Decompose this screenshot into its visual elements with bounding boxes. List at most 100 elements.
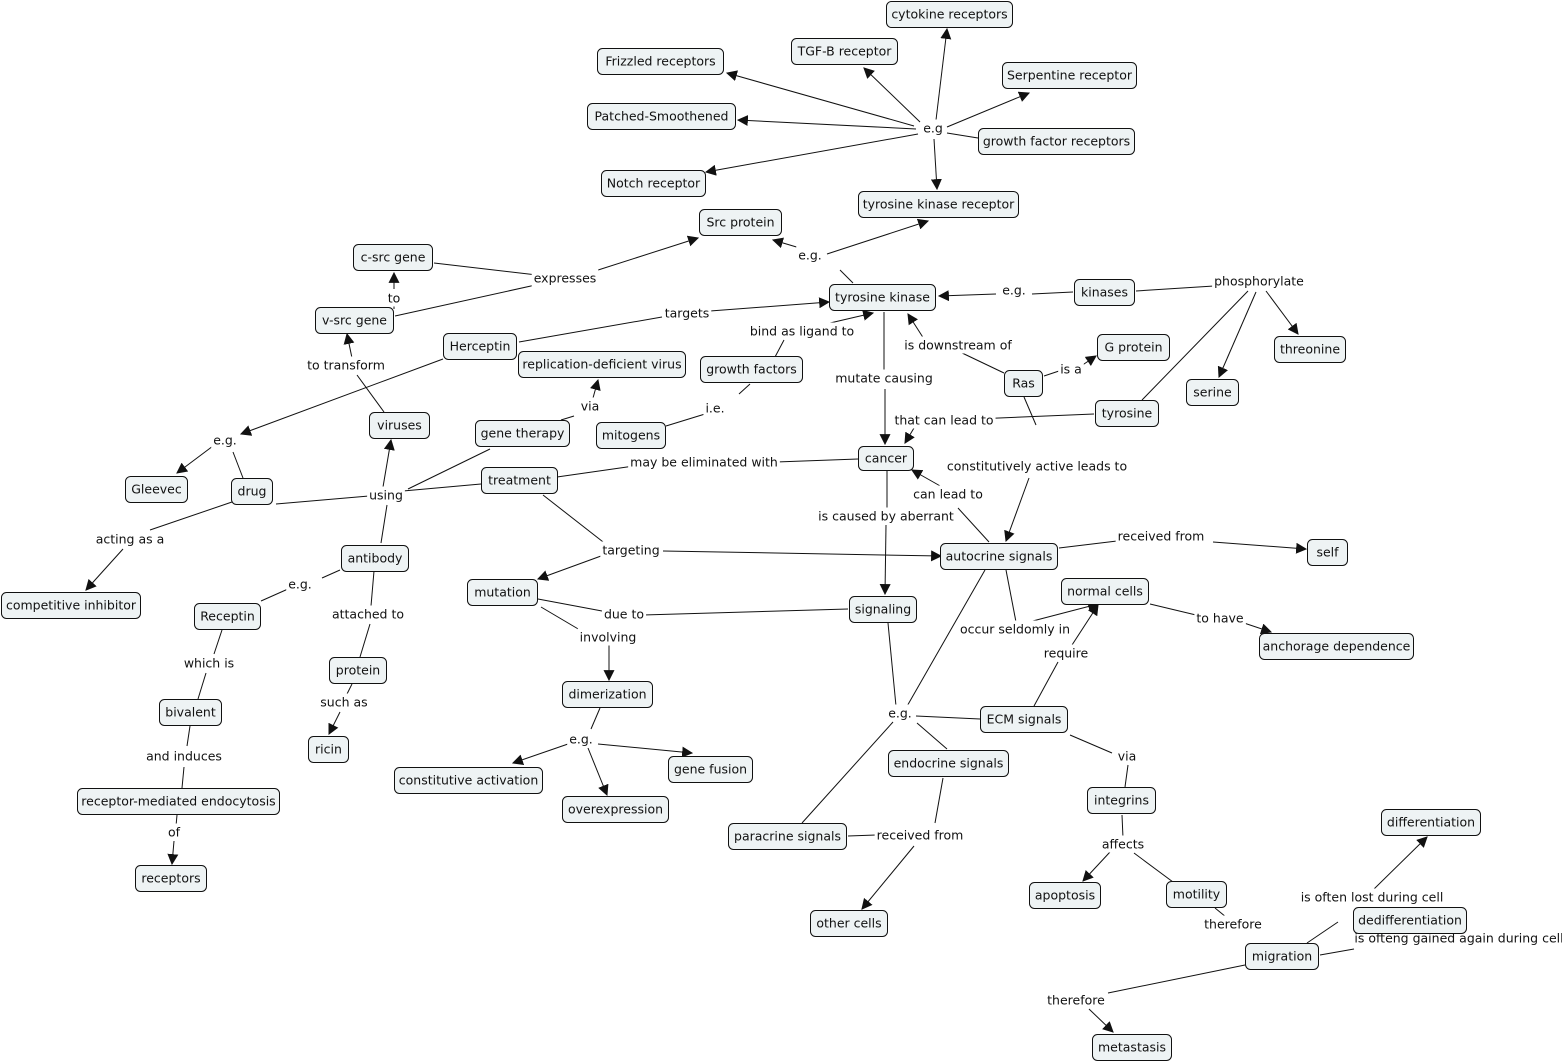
concept-gene-fusion[interactable]: gene fusion	[668, 756, 753, 783]
linking-phrase-to-transform: to transform	[305, 356, 387, 374]
concept-cancer[interactable]: cancer	[858, 446, 914, 471]
concept-kinases[interactable]: kinases	[1074, 279, 1135, 306]
concept-drug[interactable]: drug	[231, 478, 273, 505]
concept-tyrosine-kinase[interactable]: tyrosine kinase	[829, 284, 936, 311]
concept-integrins[interactable]: integrins	[1087, 787, 1156, 814]
concept-apoptosis[interactable]: apoptosis	[1029, 882, 1101, 909]
concept-normal-cells[interactable]: normal cells	[1061, 578, 1149, 605]
concept-label: cytokine receptors	[891, 7, 1007, 22]
concept-box	[978, 128, 1135, 155]
concept-label: autocrine signals	[946, 549, 1053, 564]
concept-v-src[interactable]: v-src gene	[315, 307, 394, 334]
concept-label: tyrosine	[1102, 406, 1153, 421]
concept-label: competitive inhibitor	[6, 598, 137, 613]
arrow-connector	[826, 218, 930, 255]
concept-rep-virus[interactable]: replication-deficient virus	[518, 351, 686, 378]
concept-ecm[interactable]: ECM signals	[980, 706, 1068, 733]
concept-gf-receptors[interactable]: growth factor receptors	[978, 128, 1135, 155]
linking-phrase-text: attached to	[332, 607, 404, 622]
concept-metastasis[interactable]: metastasis	[1092, 1034, 1172, 1061]
concept-serpentine[interactable]: Serpentine receptor	[1002, 62, 1137, 89]
concept-other-cells[interactable]: other cells	[810, 910, 888, 937]
concept-migration[interactable]: migration	[1245, 943, 1319, 970]
concept-antibody[interactable]: antibody	[341, 545, 409, 572]
concept-self[interactable]: self	[1307, 539, 1348, 566]
concept-cytokine-receptors[interactable]: cytokine receptors	[886, 1, 1013, 28]
concept-herceptin[interactable]: Herceptin	[443, 333, 517, 360]
concept-c-src[interactable]: c-src gene	[353, 244, 433, 271]
concept-gene-therapy[interactable]: gene therapy	[475, 420, 570, 447]
concept-viruses[interactable]: viruses	[369, 412, 430, 439]
concept-dedifferentiation[interactable]: dedifferentiation	[1353, 907, 1467, 934]
arrow-connector	[863, 67, 921, 123]
line-connector	[959, 351, 1005, 374]
concept-mitogens[interactable]: mitogens	[596, 422, 666, 449]
linking-phrase-background	[628, 453, 780, 471]
concept-tgfb-receptor[interactable]: TGF-B receptor	[791, 38, 898, 65]
linking-phrase-background	[944, 457, 1130, 475]
linking-phrase-background	[1115, 527, 1207, 545]
concept-notch[interactable]: Notch receptor	[601, 170, 706, 197]
concept-patched[interactable]: Patched-Smoothened	[587, 103, 736, 130]
linking-phrase-ie: i.e.	[703, 399, 727, 417]
concept-box	[1087, 787, 1156, 814]
linking-phrase-acting-as: acting as a	[93, 530, 167, 548]
concept-label: bivalent	[165, 705, 216, 720]
concept-threonine[interactable]: threonine	[1274, 336, 1346, 363]
concept-autocrine[interactable]: autocrine signals	[940, 543, 1058, 570]
concept-bivalent[interactable]: bivalent	[159, 699, 222, 726]
concept-anchorage[interactable]: anchorage dependence	[1259, 633, 1414, 660]
concept-receptors[interactable]: receptors	[135, 865, 207, 892]
concept-ras[interactable]: Ras	[1004, 370, 1043, 397]
concept-competitive-inhibitor[interactable]: competitive inhibitor	[1, 592, 141, 619]
concept-label: protein	[336, 663, 380, 678]
concept-growth-factors[interactable]: growth factors	[700, 356, 803, 383]
concept-differentiation[interactable]: differentiation	[1381, 809, 1481, 836]
concept-rme[interactable]: receptor-mediated endocytosis	[77, 788, 280, 815]
linking-phrase-text: received from	[1118, 529, 1205, 544]
concept-src-protein[interactable]: Src protein	[699, 209, 782, 236]
arrow-connector	[511, 743, 569, 765]
concept-gleevec[interactable]: Gleevec	[125, 476, 188, 503]
linking-phrase-text: to transform	[307, 358, 385, 373]
concept-dimerization[interactable]: dimerization	[562, 681, 653, 708]
concept-label: anchorage dependence	[1263, 639, 1411, 654]
concept-frizzled[interactable]: Frizzled receptors	[597, 48, 724, 75]
arrow-connector	[587, 747, 609, 797]
concept-box	[443, 333, 517, 360]
concept-g-protein[interactable]: G protein	[1097, 334, 1170, 361]
concept-signaling[interactable]: signaling	[849, 596, 917, 623]
line-connector	[915, 715, 981, 720]
line-connector	[1023, 396, 1037, 426]
concept-mutation[interactable]: mutation	[467, 579, 538, 606]
linking-phrase-background	[1202, 915, 1265, 933]
concept-protein[interactable]: protein	[329, 657, 387, 684]
concept-label: viruses	[377, 418, 422, 433]
concept-endocrine[interactable]: endocrine signals	[888, 750, 1009, 777]
concept-motility[interactable]: motility	[1166, 881, 1227, 908]
concept-paracrine[interactable]: paracrine signals	[728, 823, 847, 850]
concept-ricin[interactable]: ricin	[308, 736, 349, 763]
linking-phrase-eliminated: may be eliminated with	[628, 453, 780, 471]
concept-box	[940, 543, 1058, 570]
concept-receptin[interactable]: Receptin	[194, 603, 261, 630]
line-connector	[356, 374, 385, 413]
concept-box	[1002, 62, 1137, 89]
concept-treatment[interactable]: treatment	[481, 467, 558, 494]
linking-phrase-background	[577, 628, 639, 646]
linking-phrase-text: therefore	[1047, 993, 1105, 1008]
concept-box	[341, 545, 409, 572]
line-connector	[934, 777, 944, 824]
line-connector	[556, 465, 635, 478]
linking-phrase-background	[747, 322, 857, 340]
concept-tyrosine[interactable]: tyrosine	[1095, 400, 1159, 427]
concept-box	[353, 244, 433, 271]
concept-overexpression[interactable]: overexpression	[562, 796, 669, 823]
concept-constitutive-activation[interactable]: constitutive activation	[394, 767, 543, 794]
concept-serine[interactable]: serine	[1186, 379, 1239, 406]
concept-box	[668, 756, 753, 783]
concept-tk-receptor[interactable]: tyrosine kinase receptor	[858, 191, 1019, 218]
linking-phrase-text: via	[581, 399, 600, 414]
linking-phrase-text: phosphorylate	[1214, 274, 1304, 289]
